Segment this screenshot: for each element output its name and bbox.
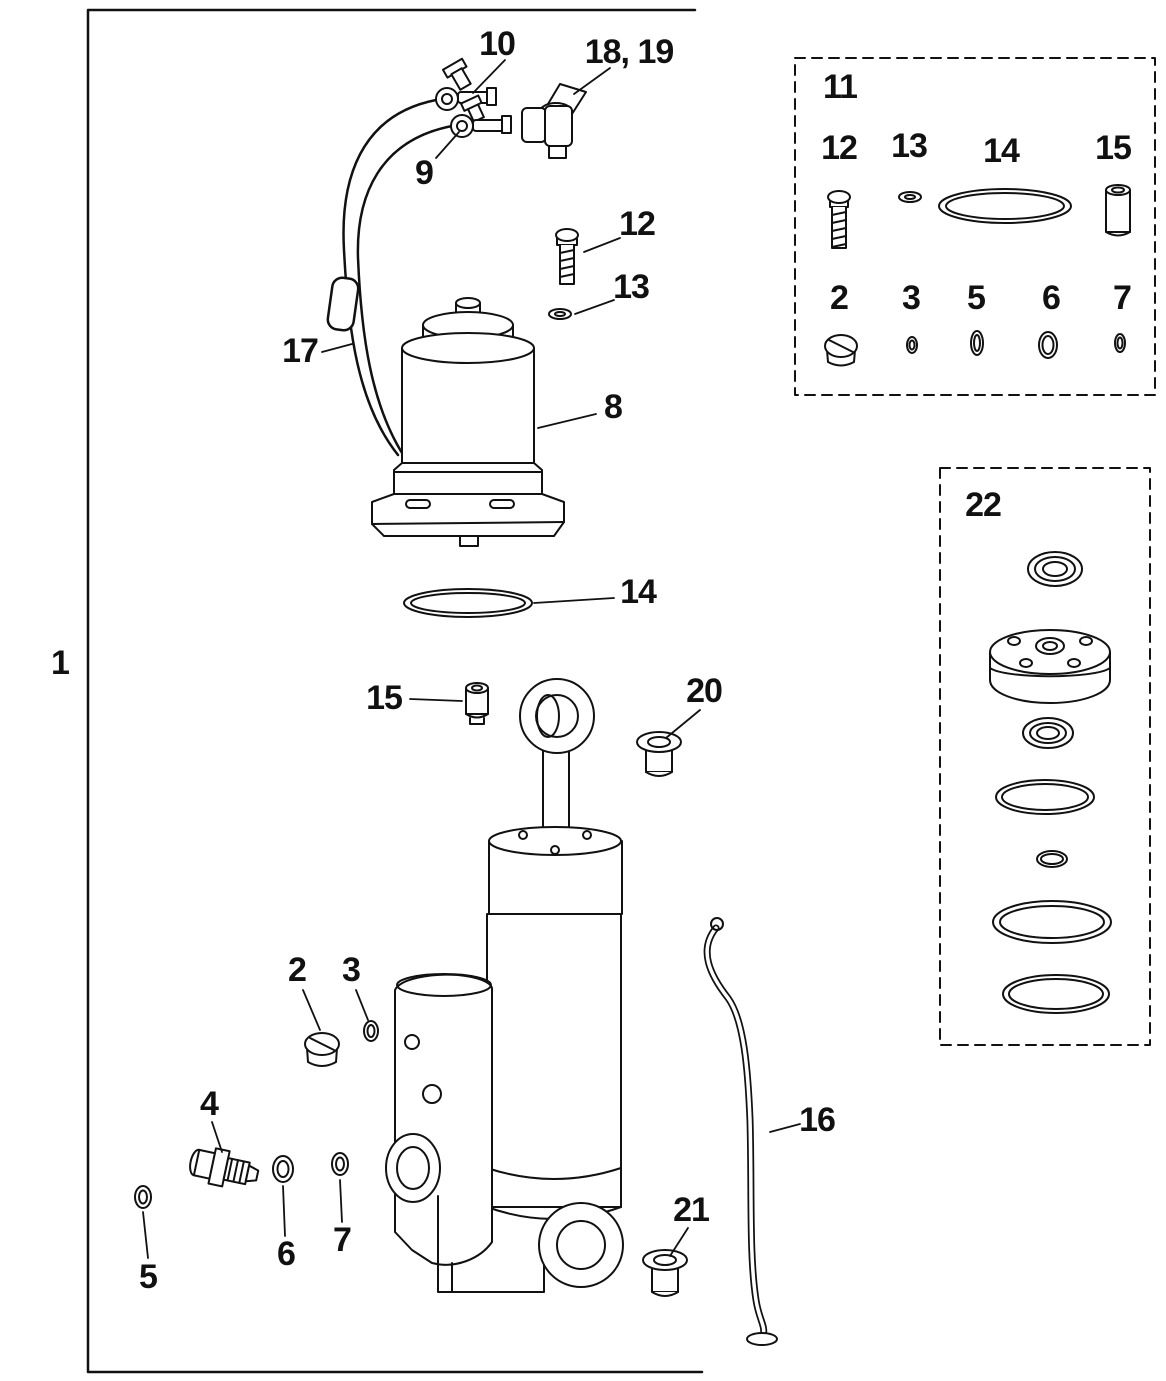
oring-14-drawing bbox=[403, 588, 533, 618]
callout-5: 5 bbox=[139, 1258, 158, 1296]
callout-21: 21 bbox=[673, 1191, 710, 1229]
kit-11-label-6: 6 bbox=[1042, 279, 1061, 317]
callout-13: 13 bbox=[613, 268, 650, 306]
motor-drawing bbox=[371, 297, 565, 547]
valve-15-drawing bbox=[465, 682, 489, 725]
callout-6: 6 bbox=[277, 1235, 296, 1273]
kit-11-label-14: 14 bbox=[983, 132, 1020, 170]
trim-cap-20-drawing bbox=[636, 731, 682, 777]
callout-8: 8 bbox=[604, 388, 623, 426]
screw-2-drawing bbox=[304, 1032, 340, 1067]
kit-11-label-3: 3 bbox=[902, 279, 921, 317]
kit-22-box bbox=[939, 467, 1151, 1046]
callout-20: 20 bbox=[686, 672, 723, 710]
kit-22-parts bbox=[989, 551, 1112, 1014]
kit-11-parts bbox=[824, 184, 1131, 367]
leader-lines bbox=[142, 59, 801, 1259]
connector-18-19-drawing bbox=[521, 83, 587, 159]
wire-harness-drawing bbox=[326, 98, 454, 464]
oring-3-drawing bbox=[363, 1020, 379, 1042]
kit-11-label-15: 15 bbox=[1095, 129, 1132, 167]
kit-11-label-2: 2 bbox=[830, 279, 849, 317]
kit-11-label-7: 7 bbox=[1113, 279, 1132, 317]
cylinder-drawing bbox=[486, 678, 623, 1220]
callout-18-19: 18, 19 bbox=[584, 33, 675, 71]
washer-13-drawing bbox=[548, 308, 572, 320]
callout-10: 10 bbox=[479, 25, 516, 63]
callout-15: 15 bbox=[366, 679, 403, 717]
screw-12-drawing bbox=[555, 228, 579, 285]
kit-11-box bbox=[794, 57, 1156, 396]
ring-terminals-drawing bbox=[435, 57, 512, 138]
oring-5-drawing bbox=[134, 1185, 152, 1209]
kit-11-title: 11 bbox=[823, 68, 858, 106]
valve-4-drawing bbox=[189, 1147, 260, 1188]
callout-14: 14 bbox=[620, 573, 657, 611]
oring-6-drawing bbox=[272, 1155, 294, 1183]
trim-cap-21-drawing bbox=[642, 1249, 688, 1297]
oring-7-drawing bbox=[331, 1152, 349, 1176]
main-assembly-border bbox=[86, 8, 704, 1374]
callout-16: 16 bbox=[799, 1101, 836, 1139]
callout-12: 12 bbox=[619, 205, 656, 243]
kit-22-title: 22 bbox=[965, 486, 1002, 524]
rod-16-drawing bbox=[703, 917, 778, 1346]
manifold-drawing bbox=[385, 973, 545, 1293]
kit-11-label-5: 5 bbox=[967, 279, 986, 317]
kit-11-label-13: 13 bbox=[891, 127, 928, 165]
callout-7: 7 bbox=[333, 1221, 352, 1259]
kit-11-label-12: 12 bbox=[821, 129, 858, 167]
callout-9: 9 bbox=[415, 154, 434, 192]
callout-3: 3 bbox=[342, 951, 361, 989]
callout-17: 17 bbox=[282, 332, 319, 370]
callout-4: 4 bbox=[200, 1085, 219, 1123]
callout-1: 1 bbox=[51, 644, 70, 682]
callout-2: 2 bbox=[288, 951, 307, 989]
cylinder-bottom-eye-drawing bbox=[538, 1202, 624, 1288]
